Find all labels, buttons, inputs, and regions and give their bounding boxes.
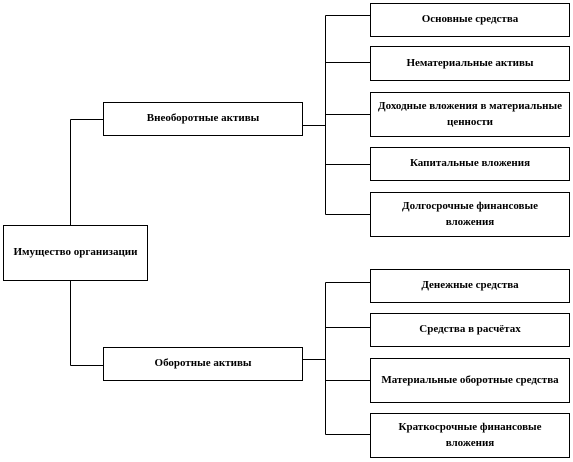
child-node-label: Долгосрочные финансовые вложения — [402, 199, 538, 228]
child-node: Средства в расчётах — [370, 313, 570, 347]
child-node-label: Нематериальные активы — [406, 56, 534, 69]
root-node-label: Имущество организации — [13, 246, 138, 259]
child-node: Капитальные вложения — [370, 147, 570, 181]
child-node-label: Капитальные вложения — [409, 157, 531, 170]
group-node-label: Оборотные активы — [154, 357, 252, 370]
child-node: Нематериальные активы — [370, 46, 570, 81]
child-node-label: Денежные средства — [421, 279, 519, 292]
child-node: Долгосрочные финансовые вложения — [370, 192, 570, 237]
child-node-label: Краткосрочные финансовые вложения — [398, 420, 542, 449]
child-node-label: Доходные вложения в материальные ценност… — [378, 99, 562, 128]
child-node: Денежные средства — [370, 269, 570, 303]
child-node-label: Основные средства — [421, 13, 519, 26]
child-node: Доходные вложения в материальные ценност… — [370, 92, 570, 137]
child-node-label: Материальные оборотные средства — [381, 373, 559, 386]
child-node: Основные средства — [370, 3, 570, 37]
child-node: Краткосрочные финансовые вложения — [370, 413, 570, 458]
group-node-current-assets: Оборотные активы — [103, 347, 303, 381]
child-node-label: Средства в расчётах — [419, 323, 521, 336]
group-node-label: Внеоборотные активы — [146, 112, 260, 125]
child-node: Материальные оборотные средства — [370, 358, 570, 403]
root-node: Имущество организации — [3, 225, 148, 281]
group-node-non-current-assets: Внеоборотные активы — [103, 102, 303, 136]
